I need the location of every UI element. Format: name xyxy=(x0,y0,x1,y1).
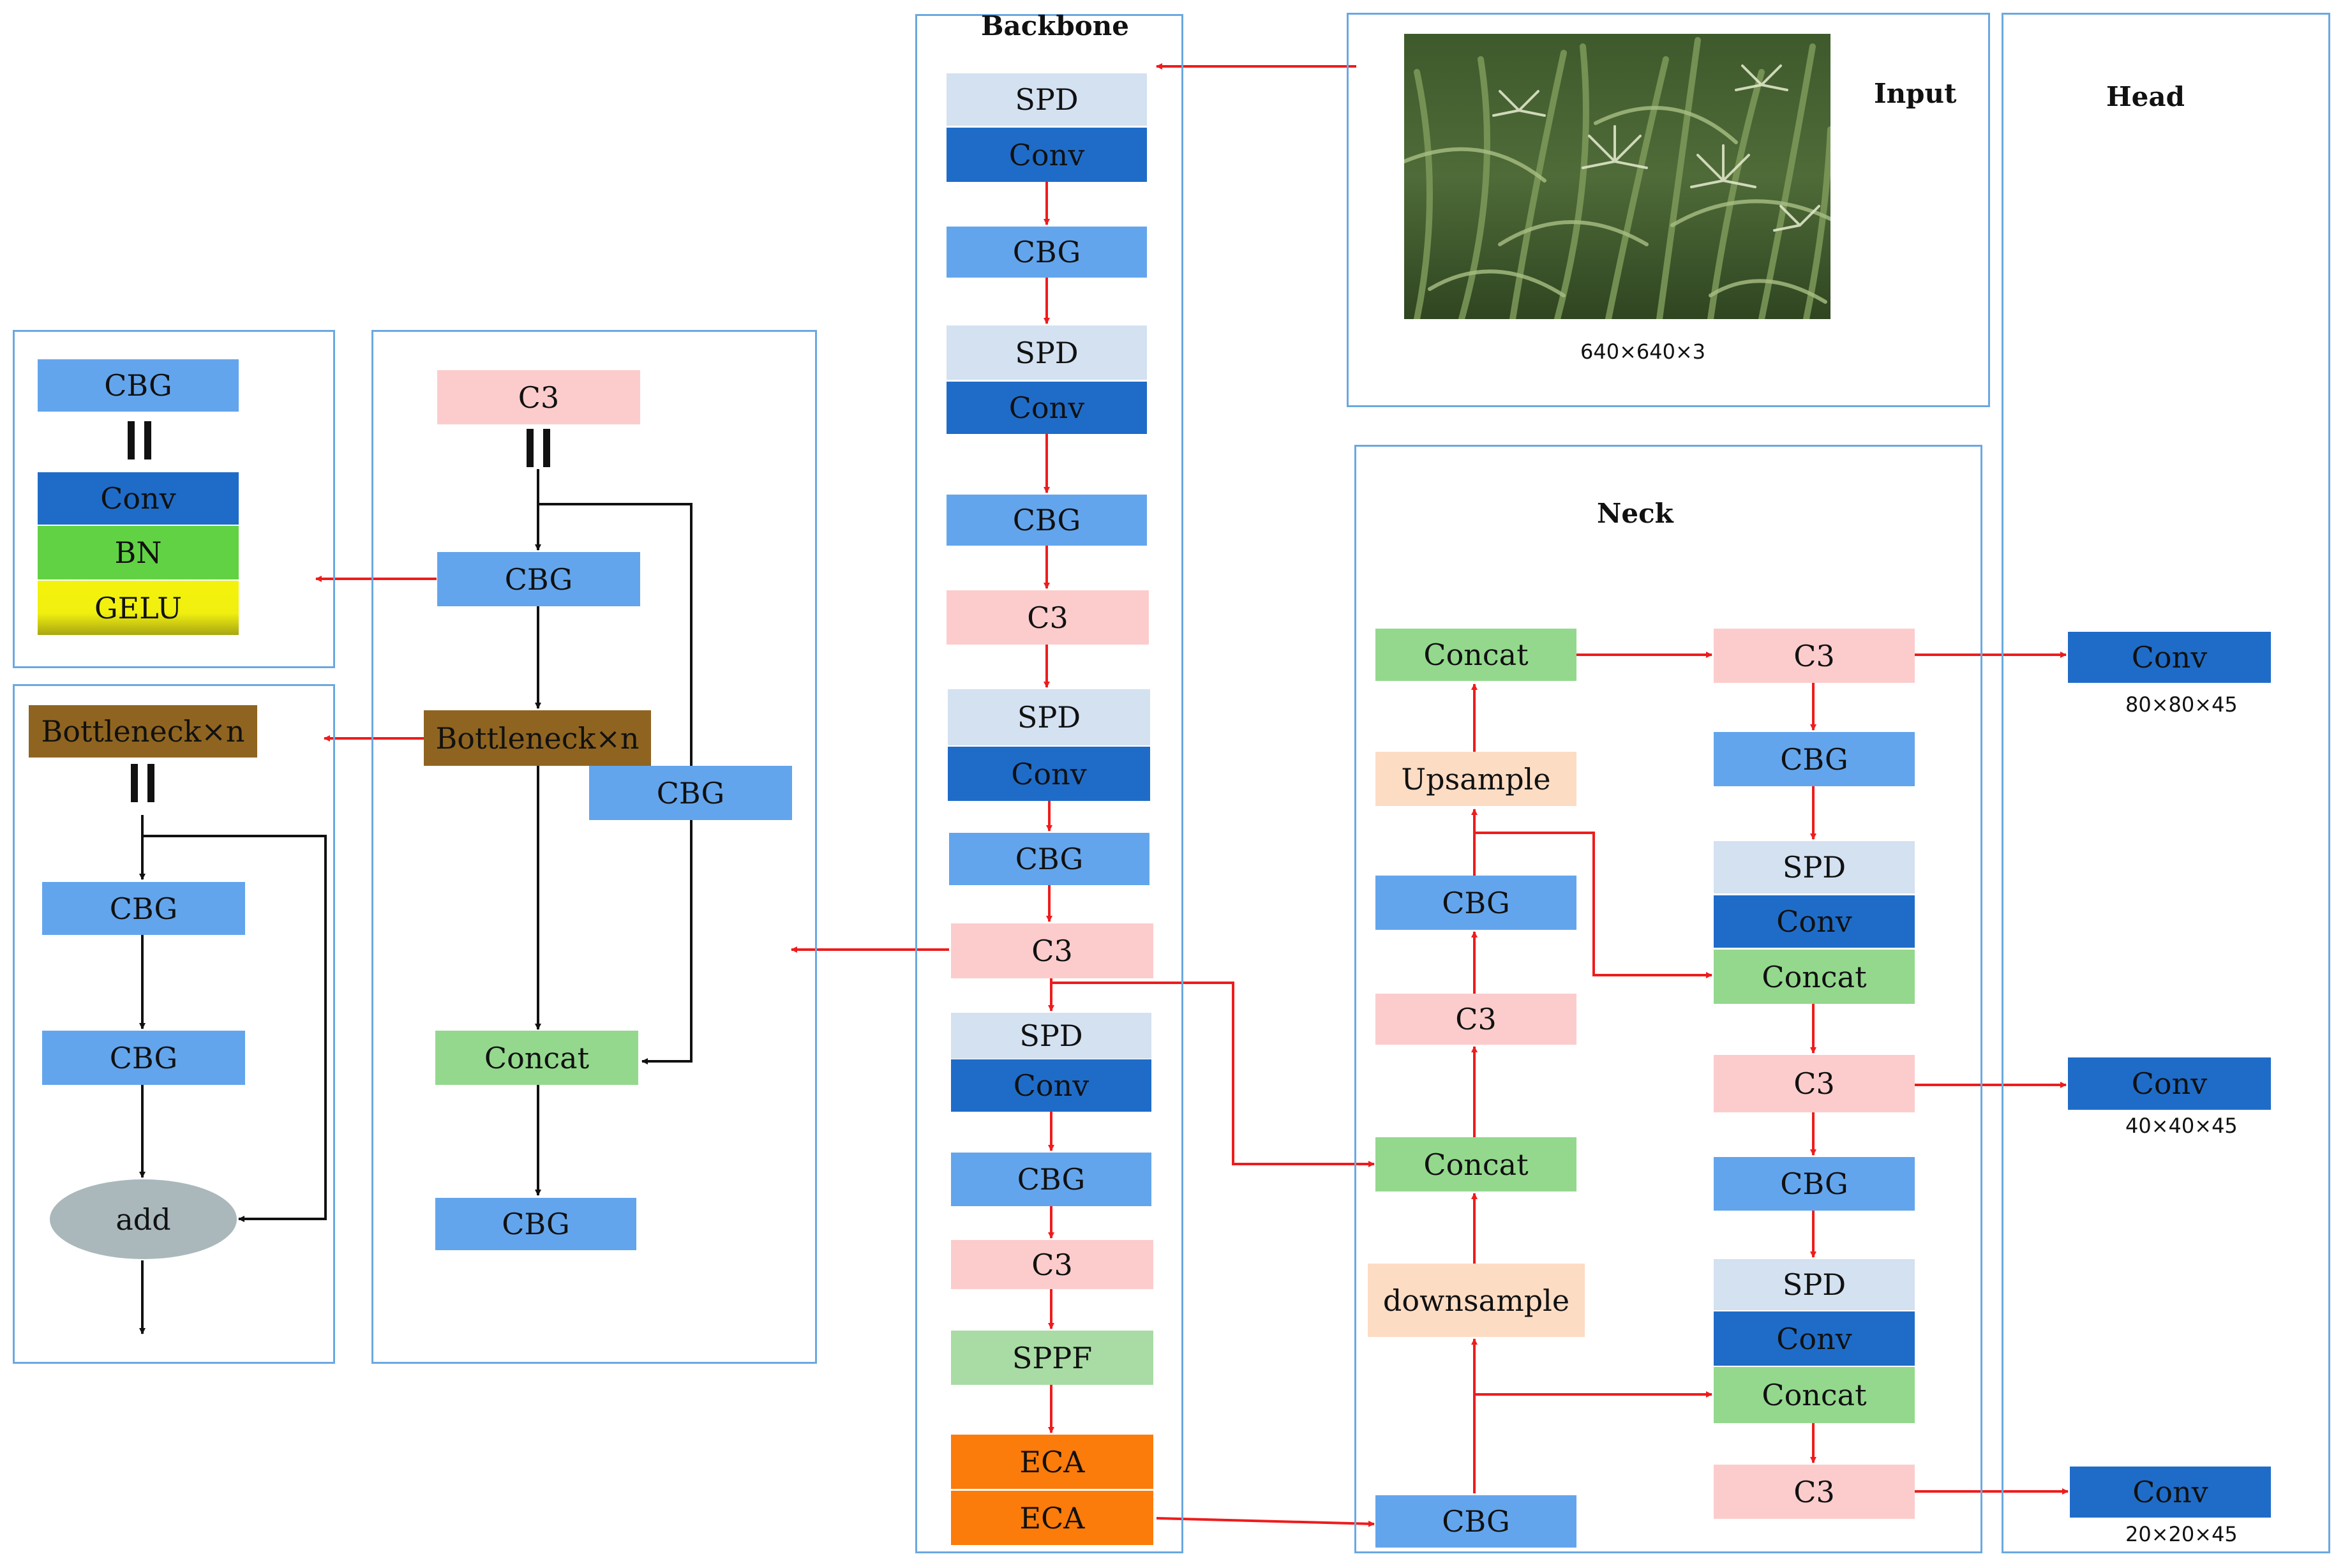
corn-field-image xyxy=(1404,34,1830,319)
bndef-cbg: CBG xyxy=(42,882,245,935)
backbone-cbg: CBG xyxy=(947,495,1147,546)
input-image xyxy=(1404,34,1830,319)
c3def-cbg: CBG xyxy=(437,552,640,606)
neck-conv: Conv xyxy=(1714,1311,1915,1366)
bottleneck-definition-panel xyxy=(13,684,335,1364)
neck-spd: SPD xyxy=(1714,841,1915,893)
c3def-concat: Concat xyxy=(435,1031,638,1085)
neck-title: Neck xyxy=(1597,498,1673,529)
backbone-eca: ECA xyxy=(951,1491,1153,1545)
arrow-neck xyxy=(1474,832,1712,978)
equals-icon xyxy=(527,429,550,467)
input-dimensions: 640×640×3 xyxy=(1580,340,1706,364)
backbone-panel xyxy=(915,14,1183,1553)
head-title: Head xyxy=(2106,81,2185,112)
backbone-c3: C3 xyxy=(951,923,1153,978)
neck-conv: Conv xyxy=(1714,895,1915,948)
backbone-conv: Conv xyxy=(947,128,1147,182)
cbg-definition-panel xyxy=(13,330,335,668)
c3def-cbg: CBG xyxy=(435,1198,636,1250)
backbone-conv: Conv xyxy=(948,747,1150,801)
head-dims-p4: 40×40×45 xyxy=(2125,1114,2238,1138)
equals-icon xyxy=(128,421,151,459)
neck-c3: C3 xyxy=(1714,629,1915,683)
cbgdef-bn: BN xyxy=(38,526,239,579)
head-conv-p3: Conv xyxy=(2068,632,2271,683)
arrow-eca-to-neck xyxy=(1156,1517,1375,1527)
head-conv-p4: Conv xyxy=(2068,1057,2271,1110)
cbgdef-gelu: GELU xyxy=(38,581,239,635)
input-panel xyxy=(1347,13,1990,407)
neck-upsample: Upsample xyxy=(1375,752,1576,806)
arrow-bottleneck xyxy=(142,835,327,1222)
equals-icon xyxy=(131,764,154,802)
backbone-spd: SPD xyxy=(951,1013,1151,1059)
neck-c3: C3 xyxy=(1714,1055,1915,1112)
backbone-cbg: CBG xyxy=(947,227,1147,278)
c3def-c3: C3 xyxy=(437,370,640,424)
input-title: Input xyxy=(1874,78,1957,109)
backbone-cbg: CBG xyxy=(951,1153,1151,1206)
neck-concat: Concat xyxy=(1714,1367,1915,1423)
head-conv-p5: Conv xyxy=(2070,1467,2271,1518)
neck-downsample: downsample xyxy=(1368,1264,1585,1337)
head-dims-p5: 20×20×45 xyxy=(2125,1522,2238,1546)
backbone-conv: Conv xyxy=(947,382,1147,434)
neck-cbg: CBG xyxy=(1375,1495,1576,1548)
cbgdef-conv: Conv xyxy=(38,472,239,525)
head-panel xyxy=(2002,13,2330,1553)
bndef-bottleneck: Bottleneck×n xyxy=(29,705,257,758)
neck-concat: Concat xyxy=(1375,629,1576,681)
backbone-eca: ECA xyxy=(951,1435,1153,1489)
bndef-cbg: CBG xyxy=(42,1031,245,1085)
neck-concat: Concat xyxy=(1714,950,1915,1004)
neck-concat: Concat xyxy=(1375,1137,1576,1191)
c3def-bottleneck: Bottleneck×n xyxy=(424,710,651,766)
neck-cbg: CBG xyxy=(1375,876,1576,930)
neck-c3: C3 xyxy=(1714,1465,1915,1519)
neck-c3: C3 xyxy=(1375,994,1576,1045)
backbone-title: Backbone xyxy=(981,10,1130,41)
c3-definition-panel xyxy=(371,330,817,1364)
neck-cbg: CBG xyxy=(1714,1157,1915,1211)
head-dims-p3: 80×80×45 xyxy=(2125,692,2238,717)
backbone-conv: Conv xyxy=(951,1059,1151,1112)
backbone-c3: C3 xyxy=(951,1240,1153,1289)
arrow-c3-to-neck-concat xyxy=(1051,982,1375,1167)
c3def-cbg: CBG xyxy=(589,766,792,820)
backbone-spd: SPD xyxy=(947,73,1147,126)
backbone-sppf: SPPF xyxy=(951,1331,1153,1385)
bndef-add: add xyxy=(50,1179,237,1259)
neck-cbg: CBG xyxy=(1714,732,1915,786)
neck-panel xyxy=(1354,445,1982,1553)
cbgdef-cbg: CBG xyxy=(38,359,239,412)
backbone-c3: C3 xyxy=(947,590,1149,645)
backbone-cbg: CBG xyxy=(949,833,1149,885)
backbone-spd: SPD xyxy=(948,689,1150,745)
neck-spd: SPD xyxy=(1714,1259,1915,1310)
backbone-spd: SPD xyxy=(947,325,1147,380)
